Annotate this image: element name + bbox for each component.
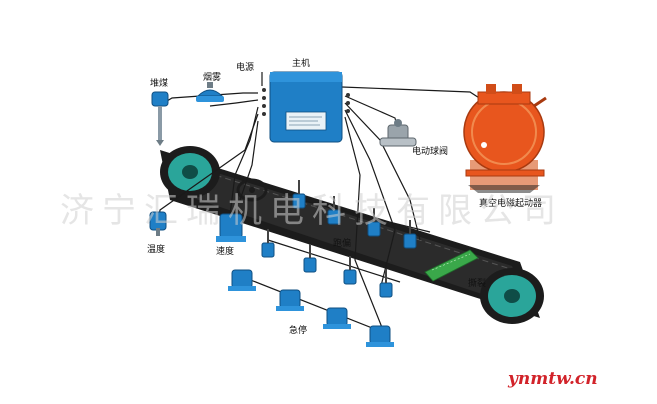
vacuum-starter (463, 84, 547, 193)
main-control-unit (262, 71, 350, 143)
label-coal-pile: 堆煤 (150, 77, 168, 89)
electric-ball-valve (379, 119, 417, 147)
deviation-sensor (343, 256, 357, 285)
deviation-sensor (303, 244, 317, 273)
deviation-sensor (379, 269, 393, 298)
label-main-unit: 主机 (292, 57, 310, 69)
label-emergency-stop: 急停 (289, 324, 307, 336)
watermark-text: 济宁汇瑞机电科技有限公司 (60, 191, 564, 231)
right-pulley (480, 268, 544, 324)
label-deviation: 跑偏 (333, 237, 351, 249)
label-starter: 真空电磁起动器 (479, 197, 542, 209)
deviation-sensor (367, 208, 381, 237)
label-ball-valve: 电动球阀 (412, 145, 448, 157)
emergency-stop-units (228, 269, 394, 347)
emergency-stop-unit (323, 307, 351, 329)
deviation-sensor (327, 196, 341, 225)
emergency-stop-unit (276, 289, 304, 311)
deviation-sensors (261, 180, 417, 298)
label-speed: 速度 (216, 245, 234, 257)
label-power: 电源 (236, 61, 254, 73)
label-smoke: 烟雾 (203, 71, 221, 83)
coal-pile-sensor (151, 91, 169, 146)
emergency-stop-unit (228, 269, 256, 291)
speed-sensor (216, 213, 246, 242)
tear-sensor-strip (424, 249, 479, 282)
emergency-stop-unit (366, 325, 394, 347)
deviation-sensor (261, 229, 275, 258)
temperature-sensor (149, 211, 167, 236)
speed-wheel (236, 178, 268, 202)
site-watermark: ynmtw.cn (507, 369, 598, 389)
deviation-sensor (292, 180, 306, 209)
smoke-sensor (196, 82, 224, 102)
deviation-sensor (403, 220, 417, 249)
label-temperature: 温度 (147, 243, 165, 255)
label-tear: 撕裂 (468, 277, 486, 289)
